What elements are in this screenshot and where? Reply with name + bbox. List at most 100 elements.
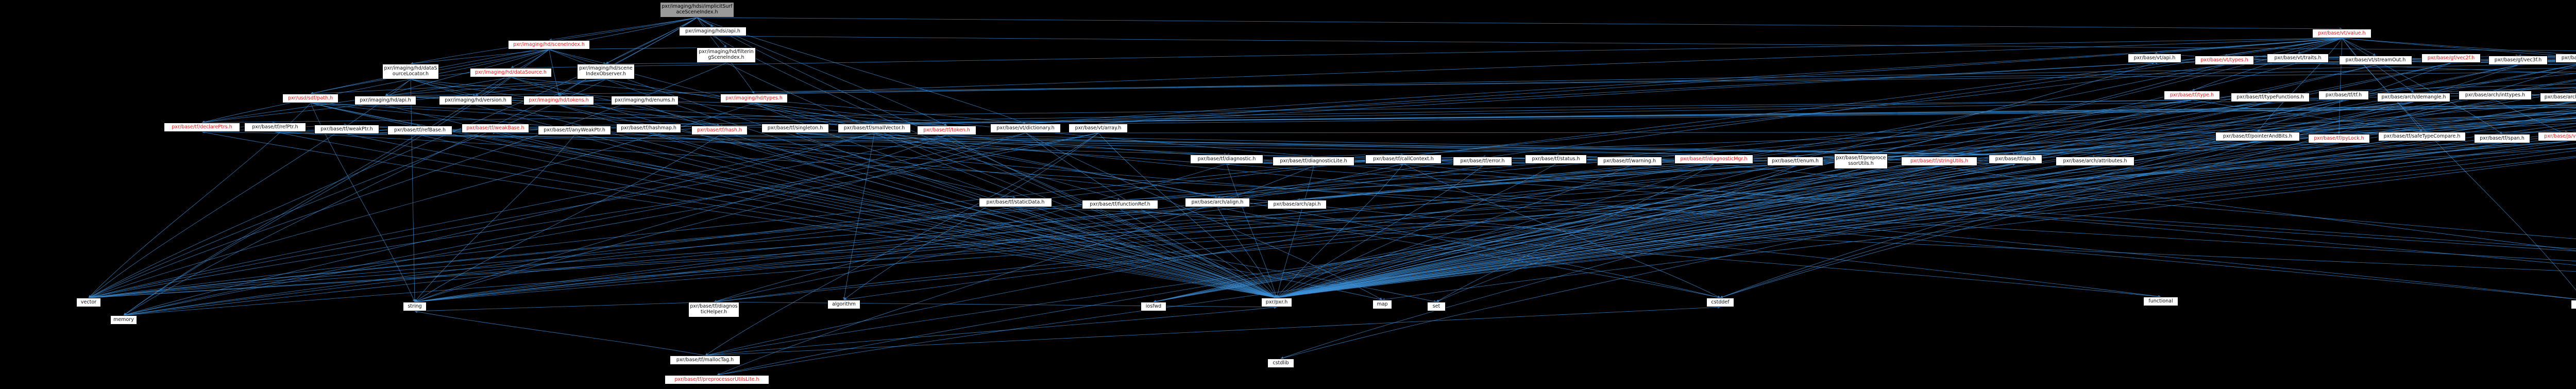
include-edge [410,79,1277,299]
graph-node[interactable]: pxr/base/arch/align.h [1185,198,1250,207]
graph-node[interactable]: pxr/base/tf/weakBase.h [462,124,529,133]
graph-node[interactable]: pxr/base/tf/typeFunctions.h [2231,93,2310,102]
graph-node[interactable]: string [403,302,427,311]
graph-node[interactable]: pxr/usd/sdf/path.h [282,94,338,103]
graph-node[interactable]: pxr/imaging/hd/tokens.h [523,96,594,105]
graph-node[interactable]: pxr/base/tf/staticData.h [979,198,1052,207]
graph-node[interactable]: vector [76,298,101,307]
graph-node[interactable]: pxr/base/tf/type.h [2164,91,2220,100]
include-edge [754,63,2519,94]
graph-node[interactable]: pxr/base/tf/stringUtils.h [1901,157,1977,166]
include-edge [1276,102,2414,299]
graph-node[interactable]: pxr/base/tf/preprocessorUtilsLite.h [665,375,769,384]
graph-node[interactable]: pxr/base/tf/smallVector.h [838,124,911,133]
graph-node[interactable]: pxr/base/vt/types.h [2195,56,2254,65]
graph-node[interactable]: pxr/imaging/hd/enums.h [611,96,679,105]
graph-node[interactable]: map [1372,300,1392,309]
graph-node[interactable]: pxr/imaging/hd/dataSource.h [470,68,552,77]
graph-node[interactable]: pxr/base/tf/diagnosticLite.h [1273,157,1354,166]
graph-node[interactable]: pxr/imaging/hd/types.h [720,94,788,103]
graph-node[interactable]: set [1427,302,1446,311]
graph-node[interactable]: pxr/base/tf/weakPtr.h [314,125,379,134]
graph-node[interactable]: pxr/base/js/value.h [2538,132,2576,141]
graph-node[interactable]: pxr/base/tf/status.h [1525,155,1587,164]
include-edge [717,165,1314,376]
graph-node[interactable]: pxr/base/tf/functionRef.h [1082,200,1158,209]
graph-node[interactable]: pxr/base/tf/declarePtrs.h [164,123,240,132]
graph-node[interactable]: pxr/base/tf/error.h [1453,157,1512,166]
include-edge [88,64,2225,299]
graph-node[interactable]: utility [2571,300,2576,309]
graph-node[interactable]: pxr/base/vt/api.h [2128,54,2181,63]
graph-node[interactable]: pxr/base/arch/attributes.h [2056,157,2134,166]
graph-node[interactable]: pxr/base/tf/singleton.h [761,124,829,133]
graph-node[interactable]: pxr/base/tf/safeTypeCompare.h [2378,132,2466,141]
graph-node[interactable]: pxr/base/arch/api.h [1267,200,1327,209]
graph-node[interactable]: pxr/imaging/hd/version.h [439,96,512,105]
include-edge [385,94,646,106]
include-edge [705,132,1099,356]
graph-node[interactable]: memory [110,315,137,325]
include-edge [414,165,1796,303]
graph-node[interactable]: pxr/base/tf/diagnostic.h [1190,155,1263,164]
include-edge [414,102,2414,303]
include-edge [2495,99,2576,139]
graph-node[interactable]: pxr/base/tf/span.h [2474,134,2530,143]
include-edge [874,132,2576,299]
graph-node[interactable]: pxr/base/vt/value.h [2312,29,2371,38]
graph-node[interactable]: pxr/base/vt/streamOut.h [2339,56,2412,65]
graph-node[interactable]: pxr/base/tf/diagnosticHelper.h [688,302,739,317]
graph-node[interactable]: pxr/base/arch/math.h [2540,93,2576,102]
graph-node[interactable]: pxr/base/tf/refBase.h [387,126,452,135]
graph-node[interactable]: pxr/base/vt/traits.h [2267,54,2329,63]
graph-node[interactable]: pxr/base/arch/inttypes.h [2459,91,2532,100]
graph-node[interactable]: pxr/base/tf/pyLock.h [2308,134,2370,143]
graph-node[interactable]: pxr/base/tf/hash.h [691,126,748,135]
graph-node[interactable]: pxr/base/tf/preprocessorUtils.h [1834,154,1888,169]
graph-node[interactable]: pxr/imaging/hd/dataSourceLocator.h [382,64,439,79]
graph-node[interactable]: pxr/imaging/hd/sceneIndexObserver.h [577,64,635,79]
include-edge [714,163,1227,303]
graph-node[interactable]: pxr/base/tf/token.h [917,126,976,135]
include-edge [719,134,2016,156]
graph-node[interactable]: algorithm [827,300,860,309]
include-edge [88,132,875,299]
graph-node[interactable]: pxr/base/tf/api.h [1989,155,2042,164]
graph-node[interactable]: pxr/base/tf/diagnosticMgr.h [1674,155,1753,164]
graph-node[interactable]: pxr/base/tf/refPtr.h [244,123,306,132]
graph-node[interactable]: iosfwd [1141,302,1166,311]
graph-node[interactable]: pxr/base/tf/callContext.h [1365,155,1442,164]
graph-node[interactable]: pxr/base/tf/anyWeakPtr.h [538,126,611,135]
graph-node[interactable]: pxr/base/gf/vec4f.h [2555,54,2576,63]
include-edge [795,132,2576,251]
graph-node[interactable]: pxr/base/arch/demangle.h [2377,93,2450,102]
graph-node[interactable]: pxr/pxr.h [1261,298,1292,307]
graph-node[interactable]: cstddef [1706,298,1734,307]
include-edge [1217,207,1721,299]
include-edge [946,134,2016,156]
graph-node[interactable]: pxr/imaging/hd/filteringSceneIndex.h [697,47,756,63]
include-edge [88,79,411,298]
graph-node[interactable]: pxr/imaging/hd/api.h [354,96,416,105]
graph-node[interactable]: pxr/base/gf/vec2f.h [2421,54,2481,63]
graph-node[interactable]: pxr/base/vt/dictionary.h [990,124,1061,133]
graph-node-main[interactable]: pxr/imaging/hdsi/implicitSurfaceSceneInd… [660,2,734,18]
graph-node[interactable]: pxr/base/tf/hashmap.h [616,124,681,133]
include-edge [2257,38,2343,132]
graph-node[interactable]: cstdlib [1267,359,1294,368]
graph-node[interactable]: pxr/base/vt/array.h [1069,124,1128,133]
graph-node[interactable]: pxr/base/tf/pointerAndBits.h [2215,132,2300,141]
graph-node[interactable]: pxr/base/tf/enum.h [1767,157,1823,166]
include-edge [2015,143,2503,156]
graph-node[interactable]: pxr/imaging/hdsi/api.h [679,27,747,36]
graph-node[interactable]: pxr/base/tf/warning.h [1597,157,1662,166]
graph-node[interactable]: pxr/base/tf/mallocTag.h [670,356,740,365]
include-edge [1025,132,1383,300]
graph-node[interactable]: functional [2143,297,2178,306]
graph-node[interactable]: pxr/imaging/hd/sceneIndex.h [508,40,590,49]
graph-node[interactable]: pxr/base/gf/vec3f.h [2488,56,2548,65]
graph-node[interactable]: pxr/base/tf/tf.h [2318,91,2369,100]
include-edge [410,49,550,65]
include-edge [2095,117,2576,157]
include-edge [275,131,1277,299]
